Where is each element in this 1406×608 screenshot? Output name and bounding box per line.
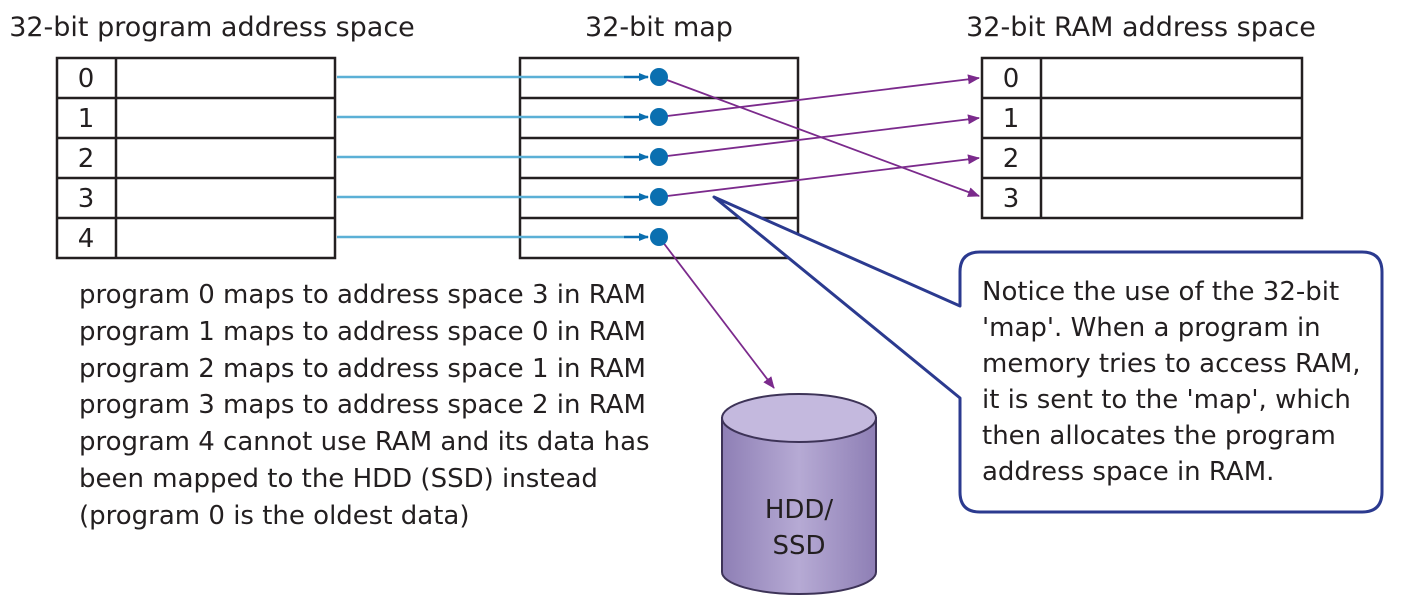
program-row-label-0: 0 [78, 64, 95, 94]
program-row-label-3: 3 [78, 184, 95, 214]
mapping-line-6: (program 0 is the oldest data) [79, 501, 470, 531]
ram-row-label-0: 0 [1003, 64, 1020, 94]
map-dot-4 [650, 228, 668, 246]
map-to-target-arrows [658, 74, 980, 389]
program-space-heading: 32-bit program address space [9, 12, 415, 43]
callout-line-3: it is sent to the 'map', which [982, 385, 1351, 415]
mapping-line-5: been mapped to the HDD (SSD) instead [79, 464, 598, 494]
map-4-to-storage-arrow [658, 236, 775, 389]
map-dot-0 [650, 68, 668, 86]
callout-line-4: then allocates the program [982, 421, 1336, 451]
ram-row-label-3: 3 [1003, 184, 1020, 214]
map-heading: 32-bit map [585, 12, 733, 43]
program-row-label-4: 4 [78, 224, 95, 254]
storage-cylinder-body [721, 417, 877, 595]
map-2-to-ram-1-arrow [658, 114, 980, 158]
map-1-to-ram-0-arrow [658, 74, 980, 118]
ram-row-label-1: 1 [1003, 104, 1020, 134]
mapping-line-0: program 0 maps to address space 3 in RAM [79, 280, 646, 310]
map-explanation-callout: Notice the use of the 32-bit 'map'. When… [712, 195, 1384, 514]
program-to-map-connectors [337, 73, 649, 241]
storage-label-line-1: SSD [772, 531, 825, 561]
callout-line-5: address space in RAM. [982, 457, 1274, 487]
map-dot-3 [650, 188, 668, 206]
program-table-border [55, 56, 337, 260]
callout-line-1: 'map'. When a program in [982, 313, 1321, 343]
storage-cylinder: HDD/ SSD [721, 393, 877, 595]
map-dot-1 [650, 108, 668, 126]
program-row-label-1: 1 [78, 104, 95, 134]
map-dot-2 [650, 148, 668, 166]
program-row-label-2: 2 [78, 144, 95, 174]
map-0-to-ram-3-arrow [658, 76, 980, 197]
mapping-line-3: program 3 maps to address space 2 in RAM [79, 390, 646, 420]
ram-space-heading: 32-bit RAM address space [966, 12, 1316, 43]
callout-line-2: memory tries to access RAM, [982, 349, 1361, 379]
mapping-line-1: program 1 maps to address space 0 in RAM [79, 317, 646, 347]
storage-label-line-0: HDD/ [765, 495, 834, 525]
program-address-table: 0 1 2 3 4 [55, 56, 337, 260]
callout-bubble [712, 195, 1384, 514]
mapping-line-4: program 4 cannot use RAM and its data ha… [79, 427, 650, 457]
storage-cylinder-top [721, 393, 877, 443]
mapping-line-2: program 2 maps to address space 1 in RAM [79, 354, 646, 384]
map-entry-dots [650, 68, 668, 246]
mapping-description: program 0 maps to address space 3 in RAM… [79, 280, 650, 531]
callout-line-0: Notice the use of the 32-bit [982, 277, 1339, 307]
ram-address-table: 0 1 2 3 [980, 56, 1304, 220]
ram-row-label-2: 2 [1003, 144, 1020, 174]
map-3-to-ram-2-arrow [658, 154, 980, 198]
